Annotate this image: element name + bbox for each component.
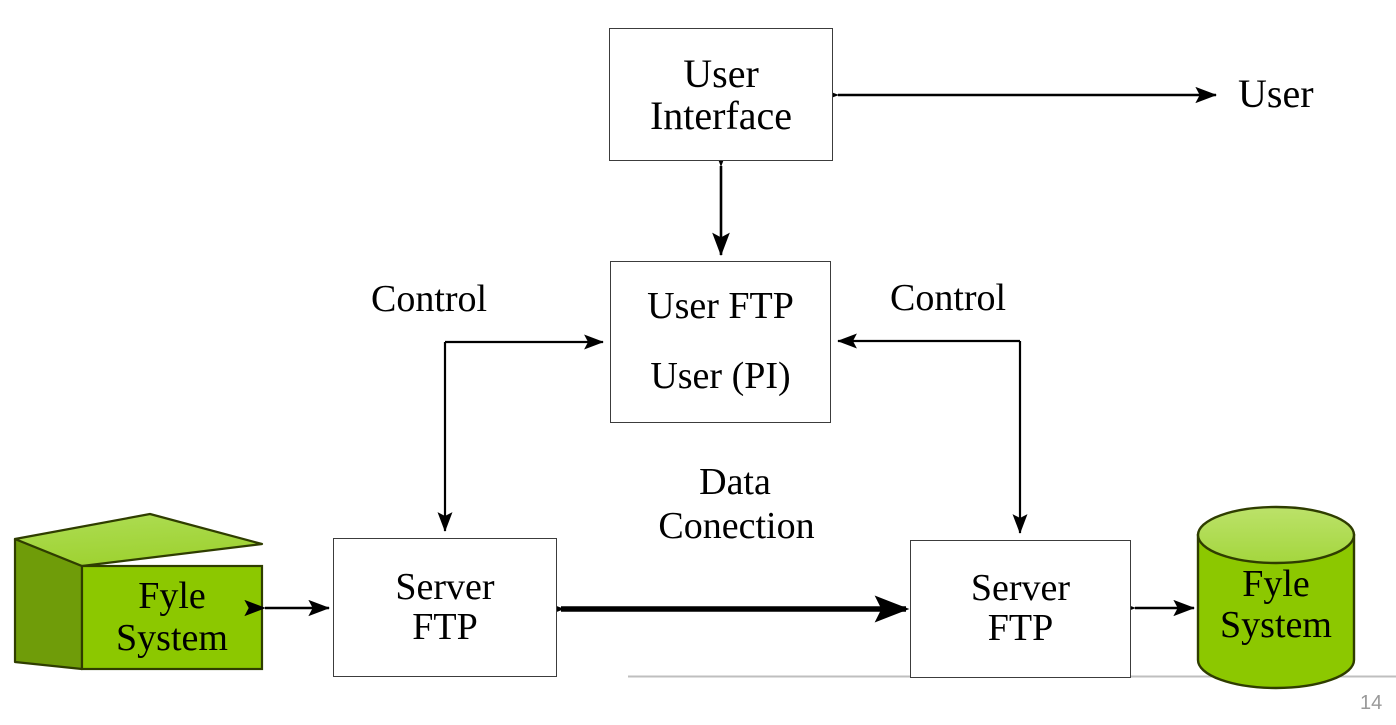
node-user-interface-line2: Interface	[649, 92, 793, 138]
connector-control-left	[437, 334, 604, 532]
node-server-ftp-right-line2: FTP	[987, 607, 1054, 649]
label-data-connection-line1: Data	[699, 461, 771, 503]
node-server-ftp-right[interactable]: Server FTP	[910, 540, 1131, 678]
node-user-interface-line1: User	[683, 50, 759, 96]
node-user-interface[interactable]: User Interface	[609, 28, 833, 161]
node-server-ftp-left-line1: Server	[395, 565, 495, 608]
label-control-right: Control	[890, 277, 1007, 319]
connector-control-right	[837, 333, 1028, 534]
label-user-actor: User	[1238, 71, 1314, 116]
file-system-right-cylinder-shape	[1196, 505, 1356, 690]
node-file-system-right[interactable]: Fyle System	[1196, 540, 1356, 670]
node-server-ftp-left[interactable]: Server FTP	[333, 538, 557, 677]
label-data-connection-line2: Conection	[658, 505, 815, 547]
node-file-system-left-line1: Fyle	[138, 575, 206, 618]
node-user-ftp-line2: User (PI)	[650, 355, 791, 398]
node-file-system-left[interactable]: Fyle System	[82, 566, 262, 669]
node-user-ftp-line1: User FTP	[647, 285, 794, 328]
label-control-left: Control	[371, 278, 488, 320]
page-number: 14	[1360, 692, 1383, 714]
node-server-ftp-right-line1: Server	[970, 567, 1071, 610]
node-server-ftp-left-line2: FTP	[412, 605, 478, 648]
node-file-system-right-line1: Fyle	[1242, 562, 1310, 605]
file-system-left-cube-shape	[13, 512, 264, 671]
node-file-system-left-line2: System	[116, 616, 228, 659]
node-user-ftp[interactable]: User FTP User (PI)	[610, 261, 831, 423]
node-file-system-right-line2: System	[1220, 604, 1332, 646]
